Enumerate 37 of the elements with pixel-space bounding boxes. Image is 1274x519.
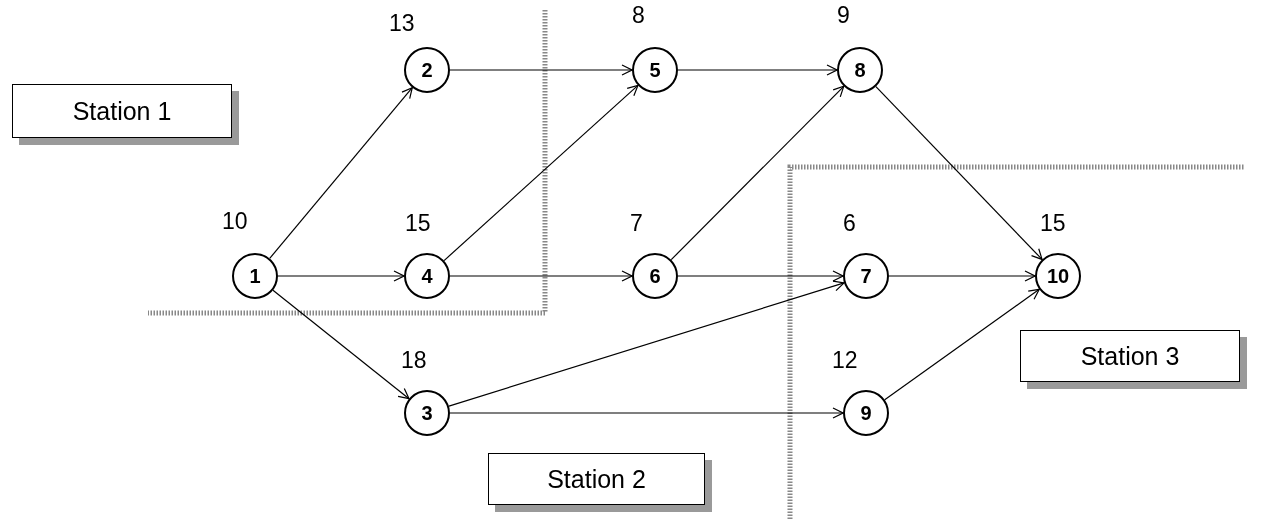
duration-label: 12 [832,347,858,374]
arrow [875,86,1043,261]
arrow [277,270,405,282]
duration-label: 7 [630,210,643,237]
arrow [888,270,1036,282]
duration-label: 15 [1040,210,1066,237]
node-number: 3 [421,401,433,425]
node-number: 2 [421,58,433,82]
node-number: 10 [1046,264,1070,288]
arrow [449,64,633,76]
arrow [269,87,413,259]
node-number: 5 [649,58,661,82]
node-number: 9 [860,401,872,425]
duration-label: 6 [843,210,856,237]
node-number: 4 [421,264,433,288]
arrow [449,270,633,282]
arrow [884,288,1040,401]
arrow [448,280,845,407]
duration-label: 8 [632,2,645,29]
station-name: Station 1 [72,96,172,126]
node-number: 6 [649,264,661,288]
arrow [272,289,410,400]
station-name: Station 2 [547,464,646,494]
node-number: 1 [249,264,261,288]
arrow [677,64,838,76]
duration-label: 13 [389,10,415,37]
duration-label: 18 [401,347,427,374]
node-number: 7 [860,264,872,288]
arrow [670,85,845,261]
station-name: Station 3 [1080,341,1180,371]
duration-label: 9 [837,2,850,29]
arrow [677,270,844,282]
arrow [449,407,844,419]
node-number: 8 [854,58,866,82]
duration-label: 10 [222,208,248,235]
arrow [443,84,639,262]
duration-label: 15 [405,210,431,237]
